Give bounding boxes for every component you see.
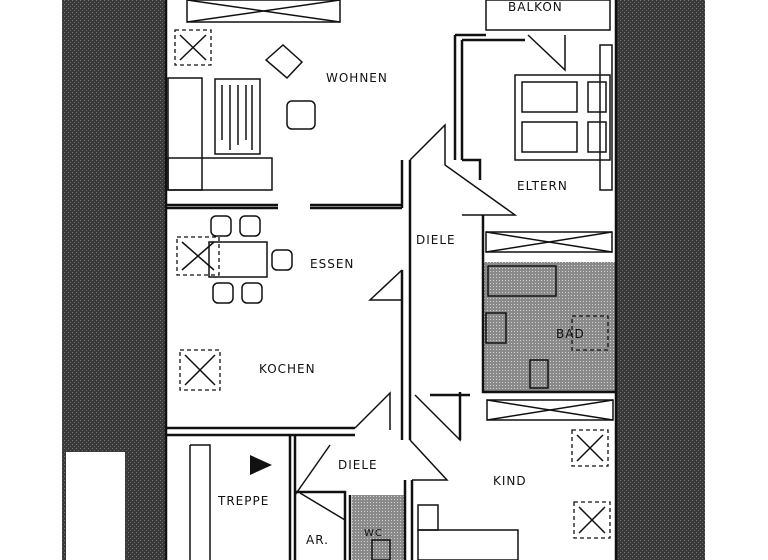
walls <box>164 0 618 560</box>
room-label-diele-lower: DIELE <box>338 458 378 472</box>
doors <box>294 34 566 521</box>
window-top <box>186 0 341 23</box>
window-eltern <box>485 231 613 253</box>
bad-shading <box>483 262 617 392</box>
balkon-box <box>485 0 611 31</box>
room-label-kochen: KOCHEN <box>259 362 316 376</box>
room-label-essen: ESSEN <box>310 257 354 271</box>
room-label-ar: AR. <box>306 533 329 547</box>
room-label-bad: BAD <box>556 327 585 341</box>
skylights <box>174 29 611 539</box>
left-white-box <box>66 452 125 560</box>
window-kind <box>486 399 614 421</box>
room-label-balkon: BALKON <box>508 0 563 14</box>
room-label-wohnen: WOHNEN <box>326 71 388 85</box>
room-label-diele-upper: DIELE <box>416 233 456 247</box>
right-roof-band <box>617 0 705 560</box>
furniture <box>167 43 613 560</box>
room-label-treppe: TREPPE <box>217 494 269 508</box>
room-label-eltern: ELTERN <box>517 179 568 193</box>
room-label-wc: WC <box>364 528 383 539</box>
room-label-kind: KIND <box>493 474 527 488</box>
wc-shading <box>352 495 404 560</box>
